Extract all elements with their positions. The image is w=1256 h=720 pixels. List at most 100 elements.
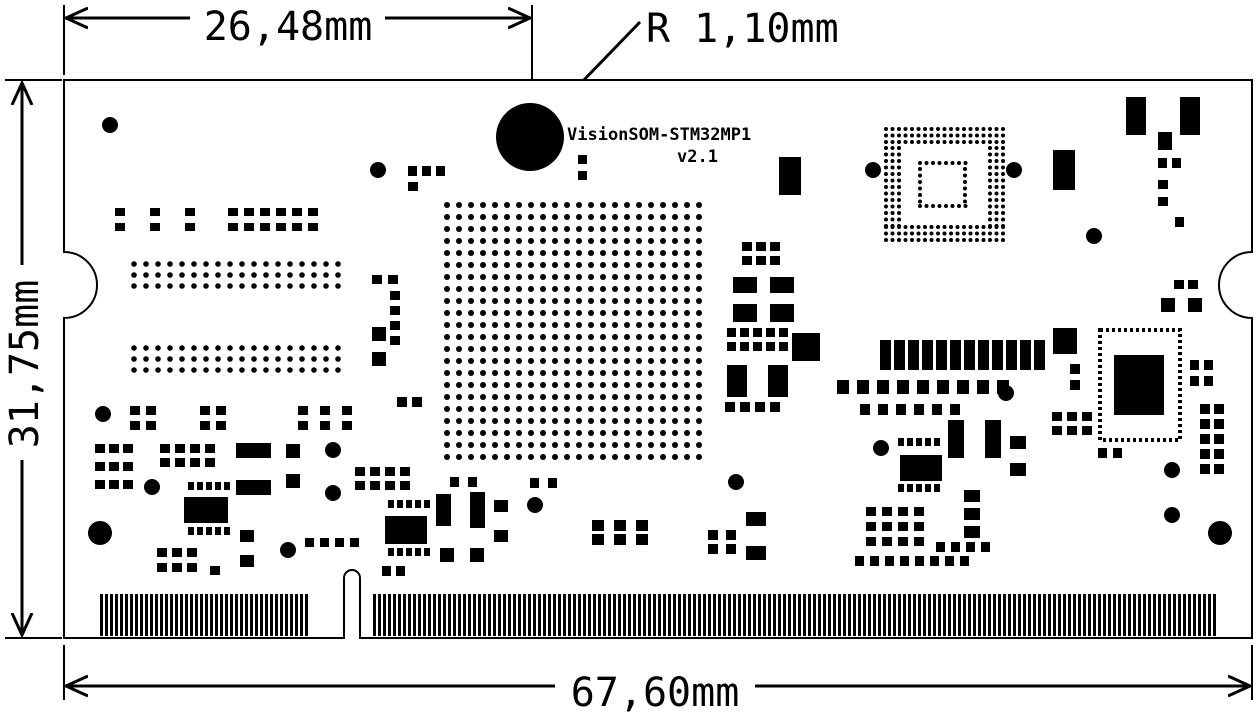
smd-pad xyxy=(917,380,929,394)
bga-ball xyxy=(672,262,678,268)
edge-finger xyxy=(943,594,946,636)
bga-ball xyxy=(468,274,474,280)
edge-finger xyxy=(638,594,641,636)
ic-pin xyxy=(898,438,904,446)
smd-pad xyxy=(240,555,254,567)
smd-pad xyxy=(382,566,391,576)
bga-ball xyxy=(215,283,221,289)
bga-ball xyxy=(179,261,185,267)
edge-finger xyxy=(110,594,113,636)
bga-ball xyxy=(576,298,582,304)
bga-ball xyxy=(167,367,173,373)
bga-ball xyxy=(516,370,522,376)
smd-pad xyxy=(1190,360,1199,370)
smd-pad xyxy=(636,534,648,545)
bga-ball xyxy=(884,178,888,183)
edge-finger xyxy=(1213,594,1216,636)
edge-finger xyxy=(1178,594,1181,636)
bga-ball xyxy=(884,146,888,150)
bga-ball xyxy=(456,442,462,448)
edge-finger xyxy=(300,594,303,636)
bga-ball xyxy=(588,322,594,328)
bga-ball xyxy=(576,358,582,364)
bga-ball xyxy=(890,217,895,222)
bga-ball xyxy=(540,406,546,412)
bga-ball xyxy=(516,406,522,412)
edge-finger xyxy=(723,594,726,636)
bga-ball xyxy=(239,283,245,289)
bga-ball xyxy=(684,430,690,436)
bga-ball xyxy=(444,310,450,316)
edge-finger xyxy=(140,594,143,636)
bga-ball xyxy=(988,140,992,144)
smd-pad xyxy=(335,538,344,547)
smd-pad xyxy=(964,340,975,370)
smd-pad xyxy=(385,481,395,490)
dim-top-offset-label: 26,48mm xyxy=(204,4,373,50)
edge-finger xyxy=(928,594,931,636)
bga-ball xyxy=(564,262,570,268)
smd-pad xyxy=(1126,97,1146,135)
smd-pad xyxy=(123,444,133,453)
smd-pad xyxy=(436,166,445,176)
smd-pad xyxy=(1214,404,1224,414)
bga-ball xyxy=(143,367,149,373)
bga-ball xyxy=(552,346,558,352)
bga-ball xyxy=(576,394,582,400)
edge-finger xyxy=(115,594,118,636)
smd-pad xyxy=(770,402,780,412)
bga-ball xyxy=(492,298,498,304)
ic-pin xyxy=(916,438,922,446)
bga-ball xyxy=(588,202,594,208)
smd-pad xyxy=(922,340,933,370)
smd-pad xyxy=(1214,434,1224,444)
bga-ball xyxy=(540,286,546,292)
smd-pad xyxy=(175,458,185,467)
bga-ball xyxy=(684,334,690,340)
smd-pad xyxy=(172,548,182,557)
fiducial-dot xyxy=(1164,462,1180,478)
edge-finger xyxy=(513,594,516,636)
bga-ball xyxy=(576,406,582,412)
bga-ball xyxy=(492,214,498,220)
ic-pin xyxy=(397,548,403,556)
dimension-top: 26,48mm xyxy=(63,4,533,105)
smd-pad xyxy=(205,444,215,453)
edge-finger xyxy=(613,594,616,636)
bga-ball xyxy=(612,454,618,460)
bga-ball xyxy=(1001,185,1005,189)
smd-pad xyxy=(727,365,747,397)
edge-finger xyxy=(538,594,541,636)
bga-ball xyxy=(504,238,510,244)
bga-ball xyxy=(492,262,498,268)
bga-ball xyxy=(588,430,594,436)
edge-finger xyxy=(180,594,183,636)
bga-ball xyxy=(884,133,888,138)
bga-ball xyxy=(600,262,606,268)
smd-pad xyxy=(372,275,382,284)
bga-ball xyxy=(227,261,233,267)
bga-ball xyxy=(660,358,666,364)
bga-ball xyxy=(203,283,209,289)
bga-ball xyxy=(988,204,992,209)
bga-ball xyxy=(468,298,474,304)
edge-finger xyxy=(468,594,471,636)
edge-finger xyxy=(658,594,661,636)
bga-ball xyxy=(528,286,534,292)
bga-ball xyxy=(492,418,498,424)
bga-ball xyxy=(942,231,947,236)
edge-finger xyxy=(388,594,391,636)
smd-pad xyxy=(727,328,736,337)
bga-ball xyxy=(929,225,934,229)
edge-finger xyxy=(155,594,158,636)
bga-ball xyxy=(552,442,558,448)
bga-ball xyxy=(323,272,329,278)
pad-layer xyxy=(88,97,1232,576)
bga-ball xyxy=(968,238,973,242)
bga-ball xyxy=(576,226,582,232)
smd-pad xyxy=(109,462,119,471)
bga-ball xyxy=(540,202,546,208)
bga-ball xyxy=(660,454,666,460)
bga-ball xyxy=(480,430,486,436)
bga-ball xyxy=(612,394,618,400)
